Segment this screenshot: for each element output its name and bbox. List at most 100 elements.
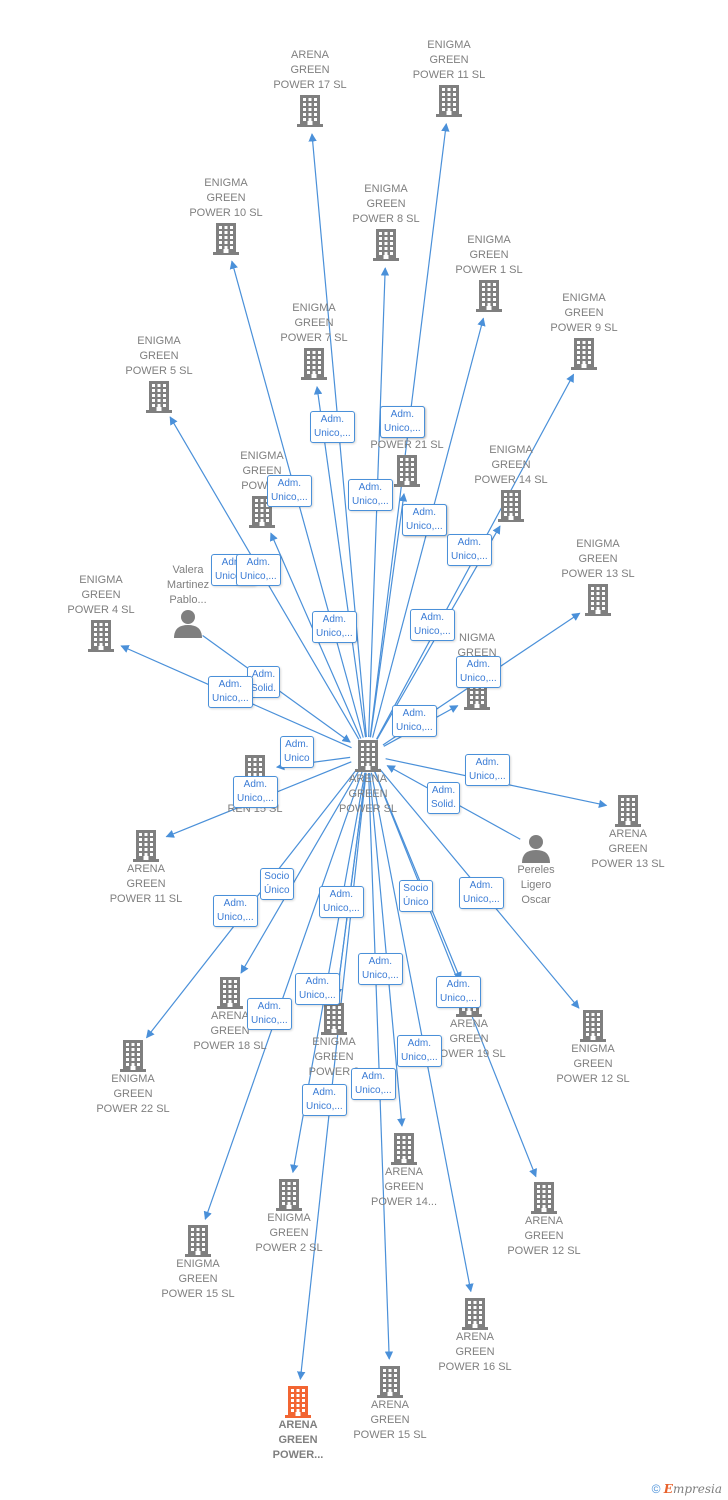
edge-label-line: Adm.	[221, 557, 246, 568]
node-label-line: GREEN	[578, 553, 618, 565]
edge-label-center-egmid[interactable]: Adm.Unico,...	[392, 705, 437, 737]
edge-label-center-eg15[interactable]: Adm.Unico,...	[302, 1084, 347, 1116]
edge-label-center-eg8[interactable]: Adm.Unico,...	[348, 479, 393, 511]
edge-label-center-eg13[interactable]: Adm.Unico,...	[410, 609, 455, 641]
edge-label-line: Adm.	[368, 956, 393, 967]
edge-label-center-ag11[interactable]: Adm.Unico,...	[233, 776, 278, 808]
edge-label-center-eg14[interactable]: Adm.Unico,...	[402, 504, 447, 536]
edge-label-line: Adm.	[358, 482, 383, 493]
node-label-line: GREEN	[269, 1227, 309, 1239]
node-label-line: GREEN	[348, 788, 388, 800]
edge-label-line: Adm.	[412, 507, 437, 518]
edge-label-line: Unico	[284, 753, 310, 764]
node-label-line: ARENA	[456, 1331, 494, 1343]
edge-label-center-eg5[interactable]: Adm.Unico,...	[236, 554, 281, 586]
edge-label-line: Unico,...	[414, 626, 451, 637]
edge-label-line: Adm.	[305, 976, 330, 987]
edge-label-center-eg3[interactable]: Adm.Unico,...	[319, 886, 364, 918]
edge-label-center-eg4[interactable]: Adm.Unico,...	[208, 676, 253, 708]
edge-label-center-eg12[interactable]: Adm.Unico,...	[459, 877, 504, 909]
node-label-line: GREEN	[524, 1230, 564, 1242]
edge-label-line: Unico,...	[469, 771, 506, 782]
node-label-line: POWER 14 SL	[474, 474, 548, 486]
edge-label-line: Adm.	[431, 785, 456, 796]
node-p21[interactable]: POWER 21 SL	[347, 438, 467, 487]
edge-center-ag15	[368, 772, 394, 1360]
edge-center-ag12	[374, 771, 537, 1178]
edge-center-ag19	[374, 771, 462, 981]
edge-label-center-target[interactable]: Adm.Unico,...	[351, 1068, 396, 1100]
node-label-line: ENIGMA	[427, 39, 471, 51]
edge-label-center-ag15[interactable]: Adm.Unico,...	[295, 973, 340, 1005]
edge-label-pereles-center[interactable]: Adm.Solid.	[427, 782, 461, 814]
edge-label-line: Unico,...	[316, 628, 353, 639]
building-icon	[133, 830, 159, 862]
edge-label-line: Adm.	[320, 414, 345, 425]
edge-label-center-ag13[interactable]: Adm.Unico,...	[465, 754, 510, 786]
person-icon	[522, 835, 550, 863]
node-label-line: GREEN	[126, 878, 166, 890]
edge-label-center-ag16[interactable]: Adm.Unico,...	[397, 1035, 442, 1067]
building-icon	[476, 280, 502, 312]
node-label-line: ENIGMA	[562, 292, 606, 304]
edge-label-center-ag14[interactable]: Adm.Unico,...	[358, 953, 403, 985]
edge-label-center-eg3[interactable]: Adm.Unico,...	[312, 611, 357, 643]
footer-brand[interactable]: © Empresia	[652, 1482, 722, 1496]
edge-label-center-eg22[interactable]: Adm.Unico,...	[213, 895, 258, 927]
node-label-line: ARENA	[450, 1018, 488, 1030]
edge-label-line: Adm.	[257, 1001, 282, 1012]
edge-label-center-egpower[interactable]: Adm.Unico,...	[456, 656, 501, 688]
node-label-line: GREEN	[81, 589, 121, 601]
edge-label-center-p21[interactable]: Adm.Unico,...	[380, 406, 425, 438]
edge-label-center-eg9[interactable]: Adm.Unico,...	[447, 534, 492, 566]
edge-label-center-ren15[interactable]: Adm.Unico	[280, 736, 314, 768]
node-label-line: POWER 11 SL	[109, 893, 183, 905]
edge-label-line: Unico,...	[396, 722, 433, 733]
edge-label-center-ag17[interactable]: Adm.Unico,...	[310, 411, 355, 443]
building-icon	[213, 223, 239, 255]
node-label-line: POWER 14...	[370, 1196, 438, 1208]
edge-label-line: Unico,...	[212, 693, 249, 704]
node-label-line: NIGMA	[458, 632, 496, 644]
edge-label-center-ag12[interactable]: Adm.Unico,...	[436, 976, 481, 1008]
building-icon	[146, 381, 172, 413]
edge-label-center-eg2[interactable]: Adm.Unico,...	[247, 998, 292, 1030]
edge-label-center-eg7[interactable]: Adm.Unico,...	[267, 475, 312, 507]
